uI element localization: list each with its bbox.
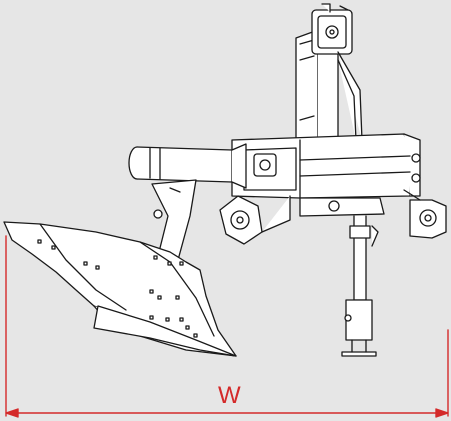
- mouldboard: [3, 221, 237, 357]
- width-dimension-line: [5, 235, 449, 418]
- tilt-bracket: [219, 195, 291, 245]
- upper-mast: [295, 3, 363, 149]
- right-coupling: [403, 189, 447, 239]
- plough-share: [93, 305, 237, 357]
- support-leg: [299, 197, 385, 357]
- headstock-body: [231, 133, 421, 199]
- dimension-label-w: W: [218, 382, 242, 409]
